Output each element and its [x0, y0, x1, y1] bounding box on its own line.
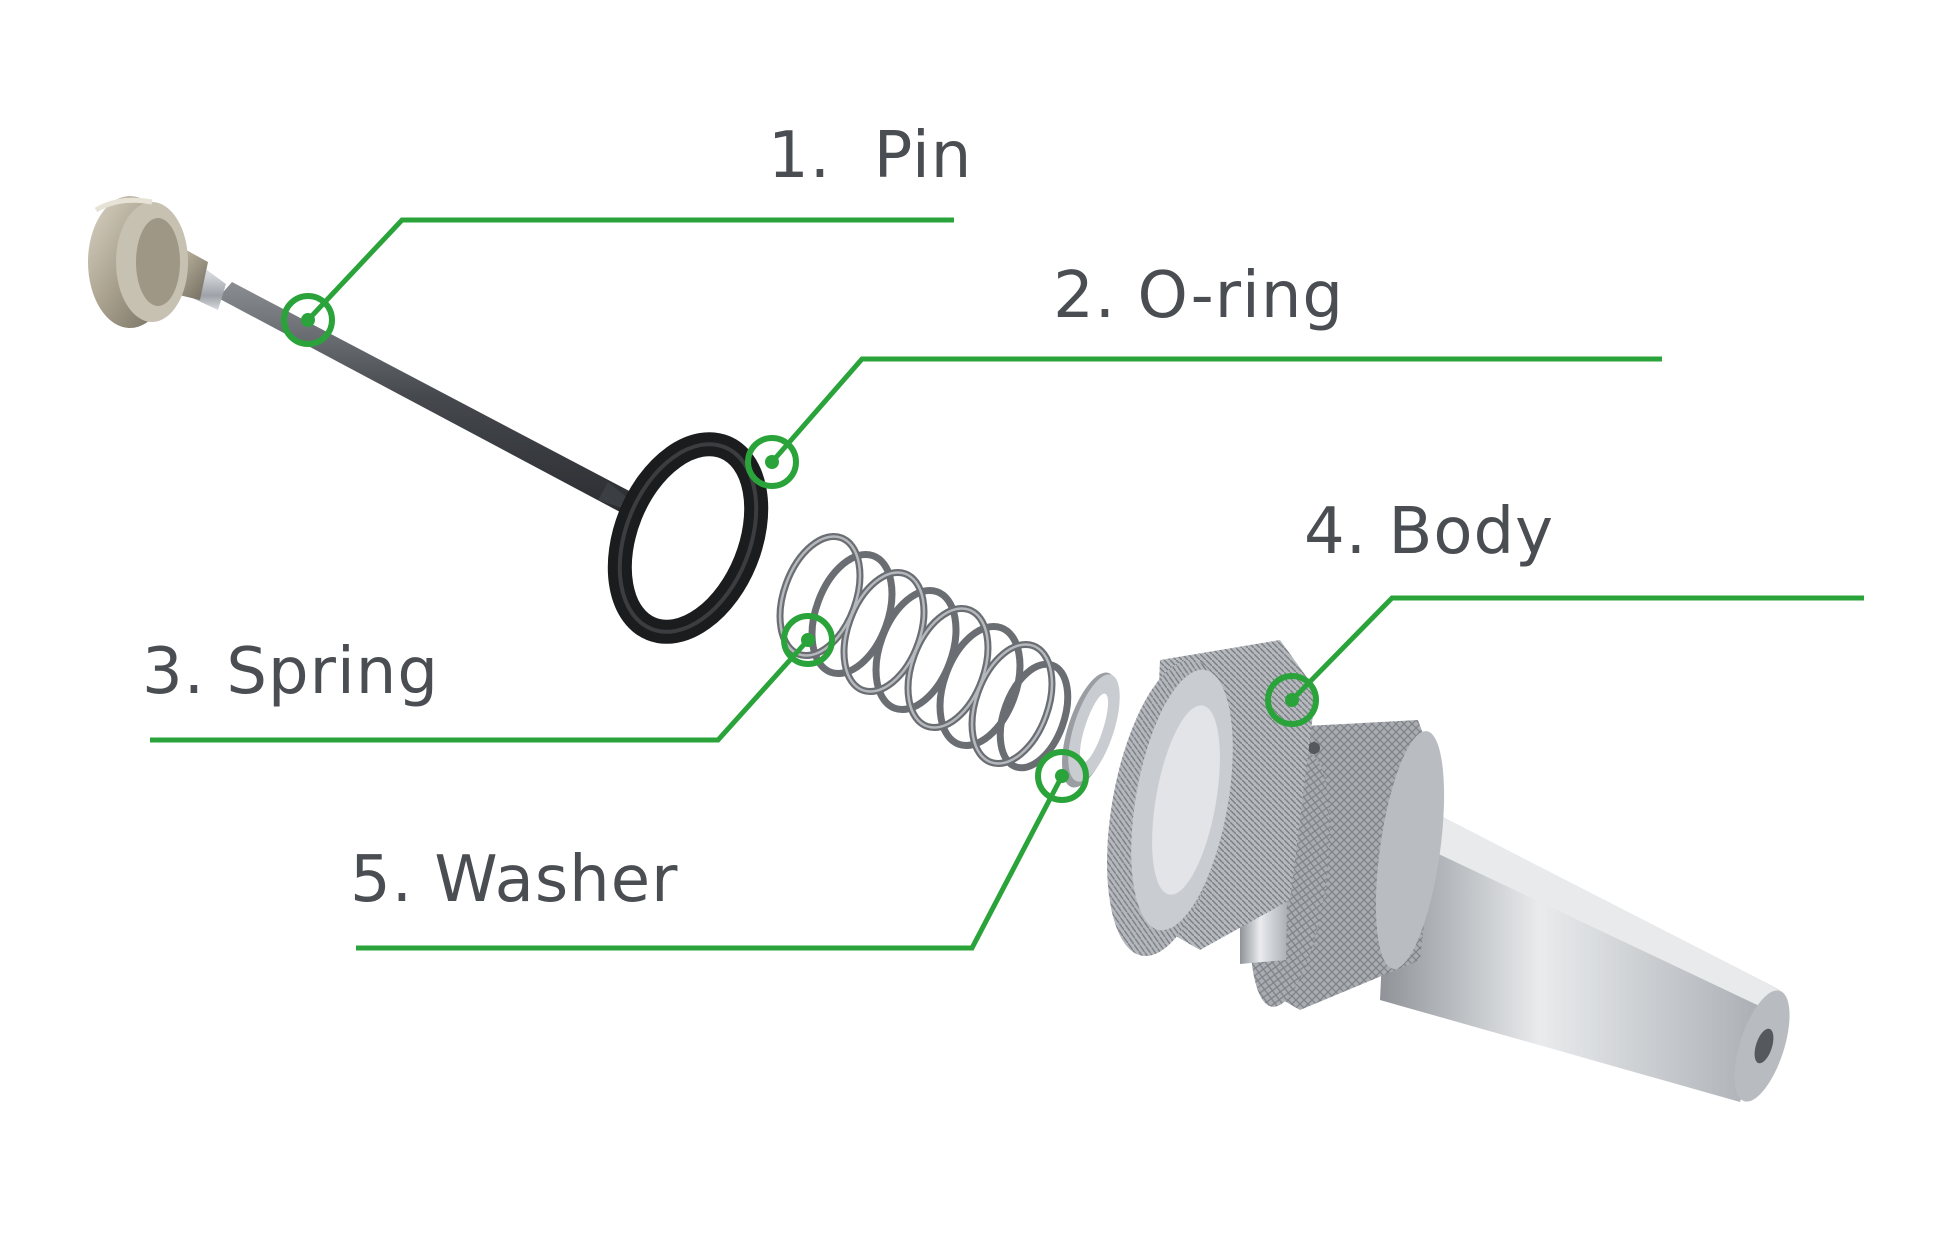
label-spring: 3. Spring: [142, 635, 439, 709]
marker-oring: [745, 435, 799, 489]
label-washer: 5. Washer: [350, 843, 679, 917]
body-part: [1107, 640, 1790, 1102]
marker-dot-spring: [801, 633, 815, 647]
leader-pin: [306, 217, 954, 322]
pin-part: [88, 196, 642, 514]
marker-dot-body: [1285, 693, 1299, 707]
oring-part: [607, 432, 769, 644]
marker-dot-oring: [765, 455, 779, 469]
marker-spring: [781, 613, 835, 667]
marker-pin: [281, 293, 335, 347]
marker-dot-pin: [301, 313, 315, 327]
leader-body: [1290, 595, 1864, 702]
marker-dot-washer: [1055, 769, 1069, 783]
marker-body: [1265, 673, 1319, 727]
leader-washer: [356, 774, 1065, 951]
label-pin: 1. Pin: [768, 119, 973, 193]
callout-markers: [281, 293, 1319, 803]
marker-washer: [1035, 749, 1089, 803]
leader-oring: [770, 356, 1662, 464]
leader-spring: [150, 638, 810, 743]
callout-marker-dots: [301, 313, 1299, 783]
label-oring: 2. O-ring: [1053, 259, 1344, 333]
leader-lines: [150, 217, 1864, 951]
label-body: 4. Body: [1304, 495, 1554, 569]
